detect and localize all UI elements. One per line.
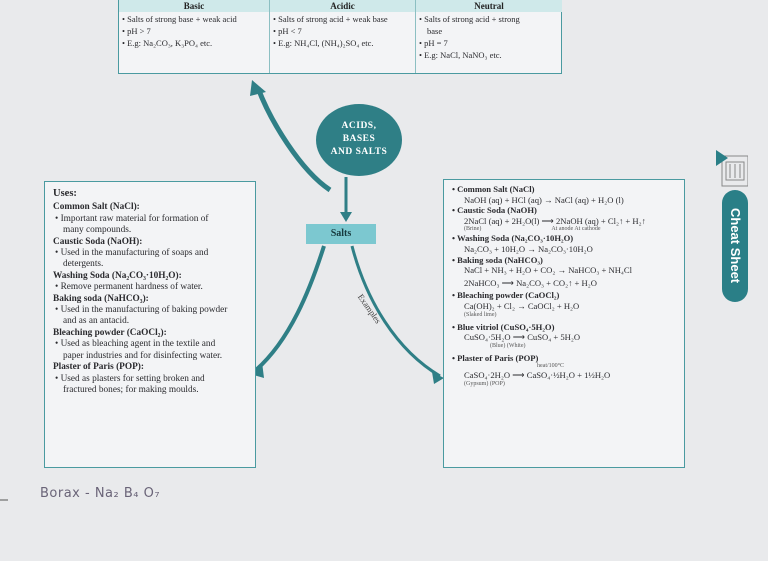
uses-text: detergents. (63, 259, 104, 270)
cell: • Salts of strong acid + strong (419, 14, 520, 24)
uses-item: Caustic Soda (NaOH): • Used in the manuf… (53, 237, 249, 271)
uses-text: paper industries and for disinfecting wa… (63, 350, 223, 361)
example-note: (Slaked lime) (464, 311, 497, 318)
bubble-line: BASES (342, 134, 376, 144)
header-basic: Basic (119, 0, 269, 12)
example-heading: • Bleaching powder (CaOCl₂) (452, 290, 560, 301)
uses-item: Bleaching powder (CaOCl₂): • Used as ble… (53, 328, 249, 362)
header-acidic: Acidic (270, 0, 415, 12)
col-acidic: • Salts of strong acid + weak base • pH … (273, 13, 415, 73)
example-heading: • Baking soda (NaHCO₃) (452, 254, 543, 265)
col-neutral: • Salts of strong acid + strong base • p… (419, 13, 561, 73)
handwritten-note: Borax - Na₂ B₄ O₇ (40, 486, 161, 501)
uses-heading: Common Salt (NaCl): (53, 202, 140, 213)
bubble-line: ACIDS, (341, 121, 377, 131)
example-note: (Blue) (White) (490, 342, 526, 349)
example-heading: • Plaster of Paris (POP) (452, 352, 539, 363)
salt-types-table: Basic Acidic Neutral • Salts of strong b… (118, 0, 562, 74)
bubble-line: AND SALTS (330, 147, 388, 157)
cell: • E.g: Na₂CO₃, K₃PO₄ etc. (122, 38, 213, 48)
uses-heading: Bleaching powder (CaOCl₂): (53, 327, 167, 338)
example-heading: • Caustic Soda (NaOH) (452, 205, 537, 216)
header-neutral: Neutral (416, 0, 562, 12)
arrow-to-table (255, 87, 332, 193)
uses-text: many compounds. (63, 225, 132, 236)
note-brine: (Brine) (464, 226, 482, 233)
uses-heading: Caustic Soda (NaOH): (53, 236, 143, 247)
side-tab-decoration (716, 150, 748, 187)
arrow-to-uses (254, 245, 326, 372)
example-equation: Ca(OH)₂ + Cl₂ → CaOCl₂ + H₂O (464, 300, 580, 311)
example-equation: Na₂CO₃ + 10H₂O → Na₂CO₃·10H₂O (464, 243, 593, 254)
uses-item: Washing Soda (Na₂CO₃·10H₂O): • Remove pe… (53, 271, 249, 294)
uses-text: and as an antacid. (63, 316, 130, 327)
cell: • Salts of strong acid + weak base (273, 14, 388, 24)
example-note: (Brine) At anode At cathode (452, 226, 678, 233)
uses-title: Uses: (53, 188, 77, 199)
cell: • E.g: NaCl, NaNO₃ etc. (419, 50, 502, 60)
salts-node: Salts (306, 224, 376, 244)
uses-text: • Used as bleaching agent in the textile… (55, 339, 216, 350)
note-electrodes: At anode At cathode (551, 226, 601, 233)
example-equation: CuSO₄·5H₂O ⟶ CuSO₄ + 5H₂O (464, 332, 581, 343)
example-heading: • Common Salt (NaCl) (452, 184, 535, 194)
uses-panel: Uses: Common Salt (NaCl): • Important ra… (44, 181, 256, 468)
example-equation: CaSO₄·2H₂O ⟶ CaSO₄·½H₂O + 1½H₂O (464, 370, 611, 381)
uses-text: • Important raw material for formation o… (55, 213, 209, 224)
uses-text: • Used in the manufacturing of baking po… (55, 305, 228, 316)
example-equation: 2NaHCO₃ ⟶ Na₂CO₃ + CO₂↑ + H₂O (464, 277, 597, 288)
uses-text: • Used as plasters for setting broken an… (55, 373, 205, 384)
cell: • Salts of strong base + weak acid (122, 14, 237, 24)
example-condition: heat/100°C (537, 363, 565, 370)
uses-heading: Plaster of Paris (POP): (53, 362, 144, 373)
topic-bubble: ACIDS, BASES AND SALTS (316, 104, 402, 176)
cheat-sheet-tab: Cheat Sheet (722, 190, 748, 302)
uses-text: fractured bones; for making moulds. (63, 384, 199, 395)
cell: • E.g: NH₄Cl, (NH₄)₂SO₄ etc. (273, 38, 374, 48)
examples-panel: • Common Salt (NaCl) NaOH (aq) + HCl (aq… (443, 179, 685, 468)
uses-heading: Washing Soda (Na₂CO₃·10H₂O): (53, 270, 182, 281)
uses-text: • Remove permanent hardness of water. (55, 282, 203, 293)
example-heading: • Washing Soda (Na₂CO₃·10H₂O) (452, 233, 574, 244)
uses-heading: Baking soda (NaHCO₃): (53, 293, 149, 304)
cell: • pH = 7 (419, 38, 448, 48)
example-equation: NaOH (aq) + HCl (aq) → NaCl (aq) + H₂O (… (464, 194, 624, 205)
example-note: (Gypsum) (POP) (464, 380, 505, 387)
uses-item: Common Salt (NaCl): • Important raw mate… (53, 202, 249, 236)
example-heading: • Blue vitriol (CuSO₄·5H₂O) (452, 321, 555, 332)
example-equation: 2NaCl (aq) + 2H₂O(l) ⟶ 2NaOH (aq) + Cl₂↑… (464, 215, 646, 226)
arrow-to-examples (350, 245, 441, 378)
cell: • pH < 7 (273, 26, 302, 36)
cell: • pH > 7 (122, 26, 151, 36)
cell: base (427, 26, 443, 36)
uses-item: Baking soda (NaHCO₃): • Used in the manu… (53, 294, 249, 328)
arrow-head-table (250, 80, 266, 96)
example-equation: NaCl + NH₃ + H₂O + CO₂ → NaHCO₃ + NH₄Cl (464, 265, 633, 276)
uses-text: • Used in the manufacturing of soaps and (55, 248, 209, 259)
uses-item: Plaster of Paris (POP): • Used as plaste… (53, 362, 249, 396)
col-basic: • Salts of strong base + weak acid • pH … (122, 13, 268, 73)
